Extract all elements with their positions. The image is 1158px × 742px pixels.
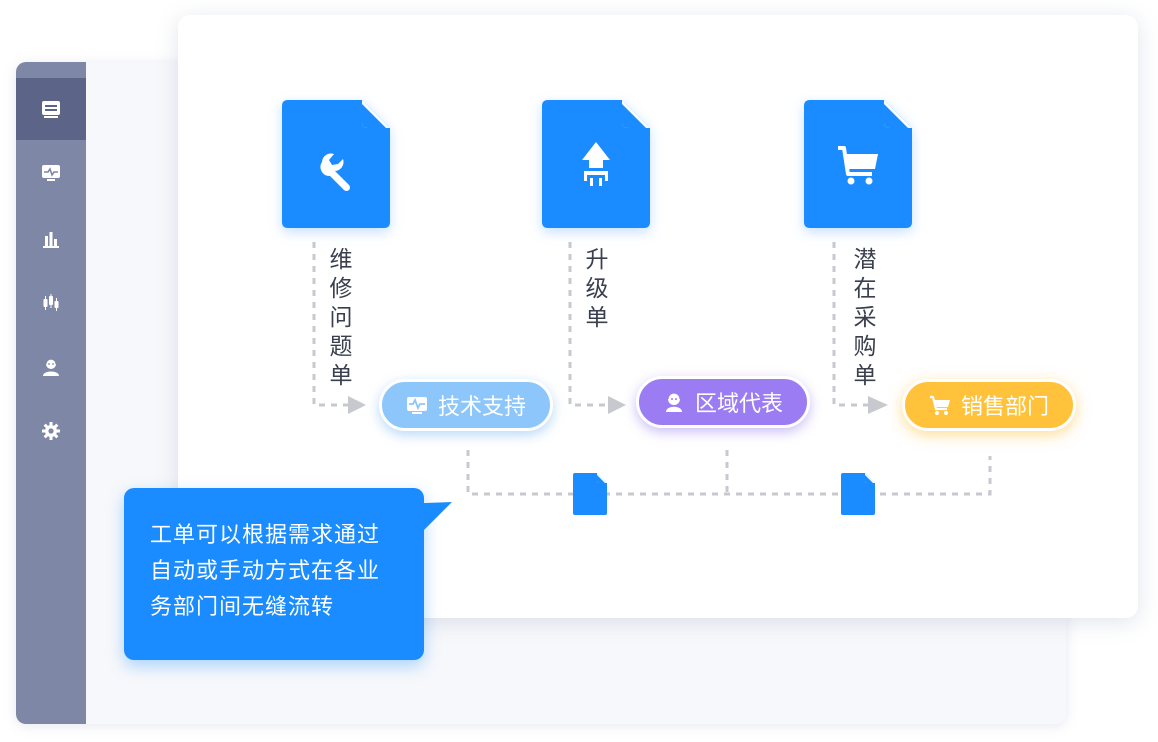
sidebar <box>16 62 86 724</box>
bar-chart-icon <box>43 232 59 248</box>
dept-tech-support[interactable]: 技术支持 <box>379 379 553 431</box>
sidebar-item-support[interactable] <box>16 336 86 398</box>
candlestick-icon <box>43 294 59 311</box>
doc-repair <box>282 100 390 228</box>
monitor-icon <box>406 394 428 416</box>
callout-line: 工单可以根据需求通过 <box>150 523 381 548</box>
doc-label-repair: 维修问题单 <box>329 247 353 389</box>
doc-label-purchase: 潜在采购单 <box>853 247 877 389</box>
mini-doc-icon <box>573 473 607 515</box>
dept-label: 区域代表 <box>694 392 783 417</box>
dept-sales[interactable]: 销售部门 <box>902 379 1076 431</box>
callout-line: 自动或手动方式在各业 <box>150 559 381 584</box>
sidebar-item-monitor[interactable] <box>16 142 86 204</box>
callout-bubble: 工单可以根据需求通过 自动或手动方式在各业 务部门间无缝流转 <box>124 488 424 660</box>
cart-icon <box>929 394 951 416</box>
sidebar-item-candlestick[interactable] <box>16 272 86 334</box>
dept-label: 技术支持 <box>437 395 526 420</box>
doc-upgrade <box>542 100 650 228</box>
callout-line: 务部门间无缝流转 <box>150 595 335 620</box>
gear-icon <box>42 422 60 440</box>
doc-label-upgrade: 升级单 <box>585 247 609 331</box>
monitor-icon <box>42 165 60 181</box>
mini-doc-icon <box>841 473 875 515</box>
person-icon <box>663 391 685 413</box>
dept-regional-rep[interactable]: 区域代表 <box>636 376 810 428</box>
sidebar-item-chart[interactable] <box>16 208 86 270</box>
upgrade-icon <box>582 142 610 186</box>
sidebar-item-list[interactable] <box>16 78 86 140</box>
doc-purchase <box>804 100 912 228</box>
wrench-icon <box>320 153 351 192</box>
sidebar-item-settings[interactable] <box>16 400 86 462</box>
cart-icon <box>838 146 878 185</box>
list-icon <box>42 101 60 118</box>
dept-label: 销售部门 <box>960 395 1049 420</box>
support-agent-icon <box>43 358 59 376</box>
